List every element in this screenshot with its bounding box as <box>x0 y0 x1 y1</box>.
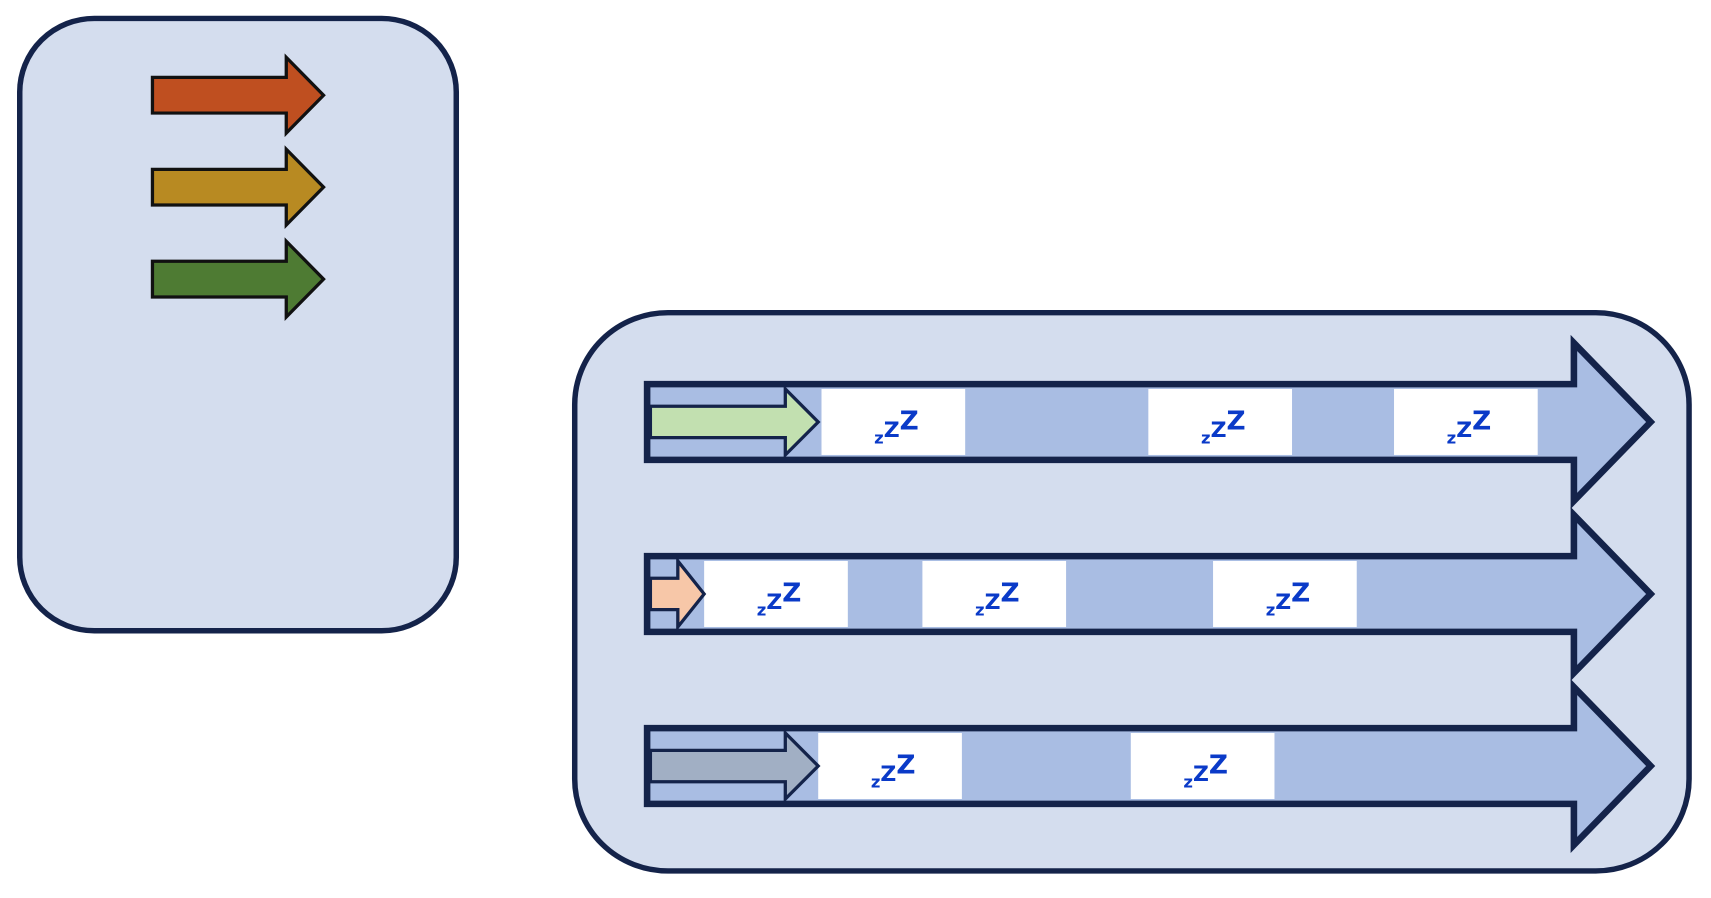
sleep-icon: zZZ <box>757 579 802 620</box>
sleep-block: zZZ <box>922 560 1067 627</box>
progress-marker-arrow-icon <box>648 384 821 459</box>
sleep-block: zZZ <box>1394 388 1538 455</box>
sleep-block: zZZ <box>1213 560 1357 627</box>
amber-arrow-icon <box>150 145 326 230</box>
sleep-block: zZZ <box>704 560 848 627</box>
sleep-icon: zZZ <box>1183 751 1228 792</box>
lane-3: zZZ zZZ <box>643 678 1656 854</box>
sleep-icon: zZZ <box>871 751 916 792</box>
sleep-icon: zZZ <box>975 579 1020 620</box>
sleep-block: zZZ <box>818 733 962 800</box>
sleep-icon: zZZ <box>1266 579 1311 620</box>
red-arrow-icon <box>150 53 326 138</box>
lane-arrow <box>643 506 1656 682</box>
sleep-icon: zZZ <box>1201 407 1246 448</box>
progress-marker-arrow-icon <box>648 729 821 803</box>
sleep-block: zZZ <box>1130 733 1275 800</box>
sleep-block: zZZ <box>1148 388 1293 455</box>
sleep-icon: zZZ <box>874 407 919 448</box>
legend-panel <box>17 15 460 634</box>
lane-2: zZZ zZZ zZZ <box>643 506 1656 682</box>
sleep-block: zZZ <box>821 388 966 455</box>
progress-marker-arrow-icon <box>648 556 707 632</box>
sleep-icon: zZZ <box>1447 407 1492 448</box>
lane-1: zZZ zZZ zZZ <box>643 334 1656 510</box>
green-arrow-icon <box>150 237 326 322</box>
